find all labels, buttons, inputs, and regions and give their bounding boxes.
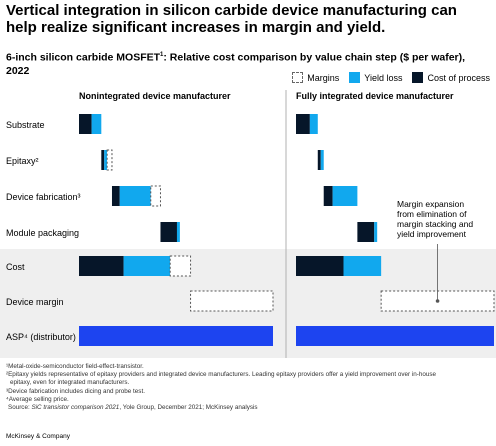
panel-title-1: Nonintegrated device manufacturer <box>79 91 231 101</box>
footnote-3: ³Device fabrication includes dicing and … <box>6 387 145 395</box>
bar-fully-device-fabrication-cost-of-process <box>323 186 333 206</box>
bar-nonintegrated-module-packaging-yield-loss <box>176 222 180 242</box>
source-title: SiC transistor comparison 2021 <box>31 404 120 412</box>
legend-item-yield-loss: Yield loss <box>349 72 402 83</box>
bar-nonintegrated-epitaxy-margins <box>106 149 113 171</box>
footnote-2: ²Epitaxy yields representative of epitax… <box>6 371 437 379</box>
annotation-leader-dot <box>435 299 440 303</box>
bar-nonintegrated-device-fabrication-margins <box>150 185 161 207</box>
waterfall-chart: Nonintegrated device manufacturer Fully i… <box>0 90 496 358</box>
bar-nonintegrated-device-fabrication-yield-loss <box>119 186 151 206</box>
bar-fully-epitaxy-yield-loss <box>320 150 324 170</box>
bar-fully-cost-cost-of-process <box>296 256 344 276</box>
legend: Margins Yield loss Cost of process <box>282 72 490 83</box>
source-rest: , Yole Group, December 2021; McKinsey an… <box>119 404 258 412</box>
subtitle-footnote-marker: 1 <box>160 52 164 58</box>
legend-item-margins: Margins <box>292 72 339 83</box>
bar-nonintegrated-cost-cost-of-process <box>79 256 124 276</box>
bar-nonintegrated-cost-yield-loss <box>123 256 171 276</box>
legend-label-cost-of-process: Cost of process <box>427 72 490 83</box>
legend-swatch-margins <box>292 72 304 83</box>
panel-title-2: Fully integrated device manufacturer <box>296 91 454 101</box>
footnote-2-continued: epitaxy, even for integrated manufacture… <box>10 379 130 387</box>
bar-nonintegrated-device-fabrication-cost-of-process <box>111 186 120 206</box>
category-label-asp-distributor: ASP⁴ (distributor) <box>6 332 76 342</box>
bar-fully-epitaxy-cost-of-process <box>317 150 321 170</box>
category-label-cost: Cost <box>6 262 25 272</box>
bar-fully-asp <box>296 326 494 346</box>
subtitle-main: 6-inch silicon carbide MOSFET <box>6 51 161 64</box>
annotation-line-4: yield improvement <box>397 229 467 239</box>
category-label-substrate: Substrate <box>6 120 45 130</box>
bar-fully-substrate-cost-of-process <box>296 114 310 134</box>
category-label-device-fabrication: Device fabrication³ <box>6 192 81 202</box>
category-label-epitaxy: Epitaxy² <box>6 156 39 166</box>
subtitle-rest: : Relative cost comparison by value chai… <box>6 51 466 77</box>
bar-fully-module-packaging-cost-of-process <box>357 222 375 242</box>
bar-nonintegrated-substrate-cost-of-process <box>79 114 92 134</box>
category-label-device-margin: Device margin <box>6 297 64 307</box>
footnotes: ¹Metal-oxide-semiconductor field-effect-… <box>6 363 492 412</box>
bar-nonintegrated-module-packaging-cost-of-process <box>160 222 177 242</box>
bar-fully-module-packaging-yield-loss <box>374 222 378 242</box>
bar-nonintegrated-epitaxy-cost-of-process <box>101 150 105 170</box>
bar-nonintegrated-device-margin <box>190 290 274 312</box>
bar-nonintegrated-asp <box>79 326 273 346</box>
chart-subtitle: 6-inch silicon carbide MOSFET1: Relative… <box>6 49 490 78</box>
legend-swatch-cost-of-process <box>412 72 424 83</box>
footnote-1: ¹Metal-oxide-semiconductor field-effect-… <box>6 363 144 370</box>
source-note: Source: SiC transistor comparison 2021, … <box>6 404 492 412</box>
annotation-line-1: Margin expansion <box>397 199 464 209</box>
bar-nonintegrated-substrate-yield-loss <box>91 114 102 134</box>
legend-item-cost-of-process: Cost of process <box>412 72 490 83</box>
footnote-4: ⁴Average selling price. <box>6 395 69 403</box>
legend-swatch-yield-loss <box>349 72 361 83</box>
bar-nonintegrated-epitaxy-yield-loss <box>104 150 108 170</box>
bar-nonintegrated-cost-margins <box>169 255 192 277</box>
legend-label-yield-loss: Yield loss <box>364 72 403 83</box>
bar-fully-cost-yield-loss <box>343 256 382 276</box>
headline: Vertical integration in silicon carbide … <box>6 2 457 36</box>
annotation-line-2: from elimination of <box>397 209 467 219</box>
annotation-line-3: margin stacking and <box>397 219 473 229</box>
source-prefix: Source: <box>8 404 32 412</box>
bar-fully-device-fabrication-yield-loss <box>332 186 358 206</box>
bar-fully-substrate-yield-loss <box>309 114 318 134</box>
category-label-module-packaging: Module packaging <box>6 228 79 238</box>
legend-label-margins: Margins <box>307 72 340 83</box>
brand-name: McKinsey & Company <box>6 433 70 440</box>
